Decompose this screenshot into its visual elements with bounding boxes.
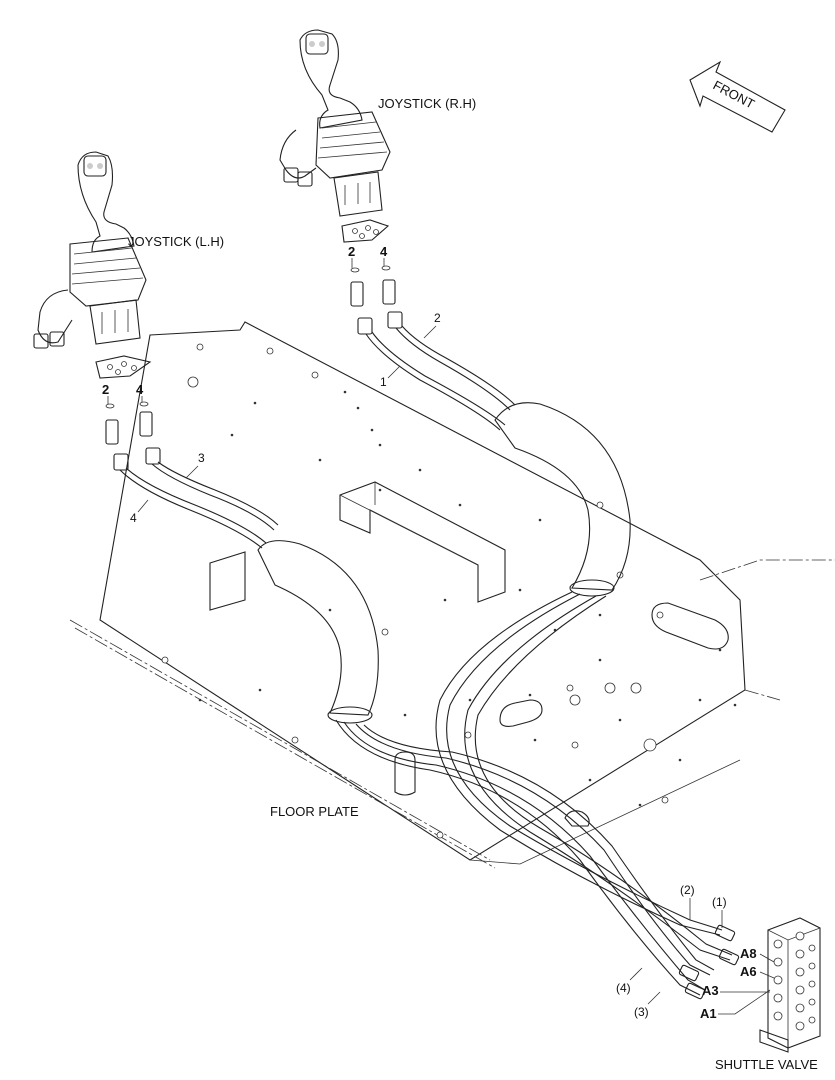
hose-callout-4: 4 — [130, 511, 137, 525]
floor-bracket — [339, 481, 506, 603]
rh-callout-2: 2 — [348, 244, 355, 259]
port-a8: A8 — [740, 946, 757, 961]
floor-plate — [69, 321, 835, 869]
port-a6: A6 — [740, 964, 757, 979]
port-a3: A3 — [702, 983, 719, 998]
lh-callout-4: 4 — [136, 382, 144, 397]
joystick-rh: JOYSTICK (R.H) 2 4 — [279, 29, 476, 335]
hose-callouts: 1 2 3 4 (1) (2) (3) (4) — [130, 311, 727, 1019]
shuttle-valve-label: SHUTTLE VALVE — [715, 1057, 818, 1072]
hose-callout-2: 2 — [434, 311, 441, 325]
hose-callout-1-paren: (1) — [712, 895, 727, 909]
port-labels: A8 A6 A3 A1 — [700, 946, 775, 1021]
joystick-lh: JOYSTICK (L.H) 2 4 — [33, 151, 224, 471]
floor-plate-label: FLOOR PLATE — [270, 804, 359, 819]
shuttle-valve: SHUTTLE VALVE — [715, 917, 821, 1072]
hose-callout-3: 3 — [198, 451, 205, 465]
joystick-lh-label: JOYSTICK (L.H) — [128, 234, 224, 249]
hose-callout-4-paren: (4) — [616, 981, 631, 995]
hose-callout-1: 1 — [380, 375, 387, 389]
joystick-rh-label: JOYSTICK (R.H) — [378, 96, 476, 111]
front-arrow: FRONT — [689, 60, 786, 133]
hose-callout-2-paren: (2) — [680, 883, 695, 897]
lh-callout-2: 2 — [102, 382, 109, 397]
hoses — [119, 325, 740, 1000]
hose-callout-3-paren: (3) — [634, 1005, 649, 1019]
floor-plate-holes — [161, 343, 669, 839]
front-label: FRONT — [711, 77, 758, 111]
shuttle-valve-ports — [773, 931, 816, 1031]
port-a1: A1 — [700, 1006, 717, 1021]
rh-callout-4: 4 — [380, 244, 388, 259]
floor-plate-dots — [198, 390, 737, 807]
